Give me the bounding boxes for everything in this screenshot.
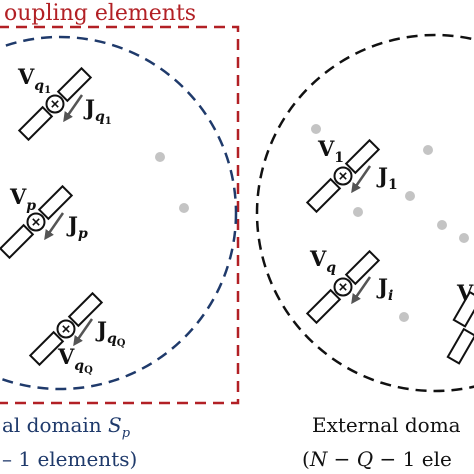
current-arrow-1 [351, 165, 372, 194]
label-J-p: Jp [66, 212, 88, 242]
antenna-q [304, 248, 382, 326]
dot [155, 152, 165, 162]
internal-domain-caption-2: – 1 elements) [2, 447, 137, 471]
current-arrow-q1 [63, 94, 84, 123]
label-J-qQ: JqQ [95, 317, 126, 349]
coupling-elements-label: oupling elements [4, 1, 196, 26]
internal-domain-circle [0, 35, 238, 391]
dot [405, 191, 415, 201]
dot [423, 145, 433, 155]
antenna-qQ [27, 290, 105, 368]
antenna-p [0, 183, 75, 261]
external-domain-caption-2: (N − Q − 1 ele [302, 447, 452, 471]
label-V-1: V1 [317, 136, 344, 166]
current-arrow-q [351, 276, 372, 305]
label-V-p: Vp [9, 184, 36, 214]
label-V-q: Vq [309, 246, 336, 276]
antenna-q1 [16, 65, 94, 143]
label-J-q1: Jq1 [83, 95, 112, 127]
antenna-edge [446, 290, 474, 365]
dot [459, 233, 469, 243]
label-V-q1: Vq1 [17, 64, 51, 96]
element-dots [155, 124, 469, 322]
dot [353, 207, 363, 217]
current-arrow-qQ [73, 318, 94, 347]
label-V-edge: V [456, 280, 474, 305]
antenna-1 [304, 137, 382, 215]
current-arrow-p [44, 212, 65, 241]
label-J-i: Ji [376, 274, 393, 304]
dot [311, 124, 321, 134]
dot [437, 220, 447, 230]
external-domain-caption-1: External doma [312, 413, 461, 437]
internal-domain-caption-1: al domain Sp [2, 413, 131, 441]
label-J-1: J1 [376, 163, 398, 193]
label-V-qQ: VqQ [57, 344, 93, 376]
external-domain-circle [255, 33, 474, 393]
dot [179, 203, 189, 213]
dot [399, 312, 409, 322]
